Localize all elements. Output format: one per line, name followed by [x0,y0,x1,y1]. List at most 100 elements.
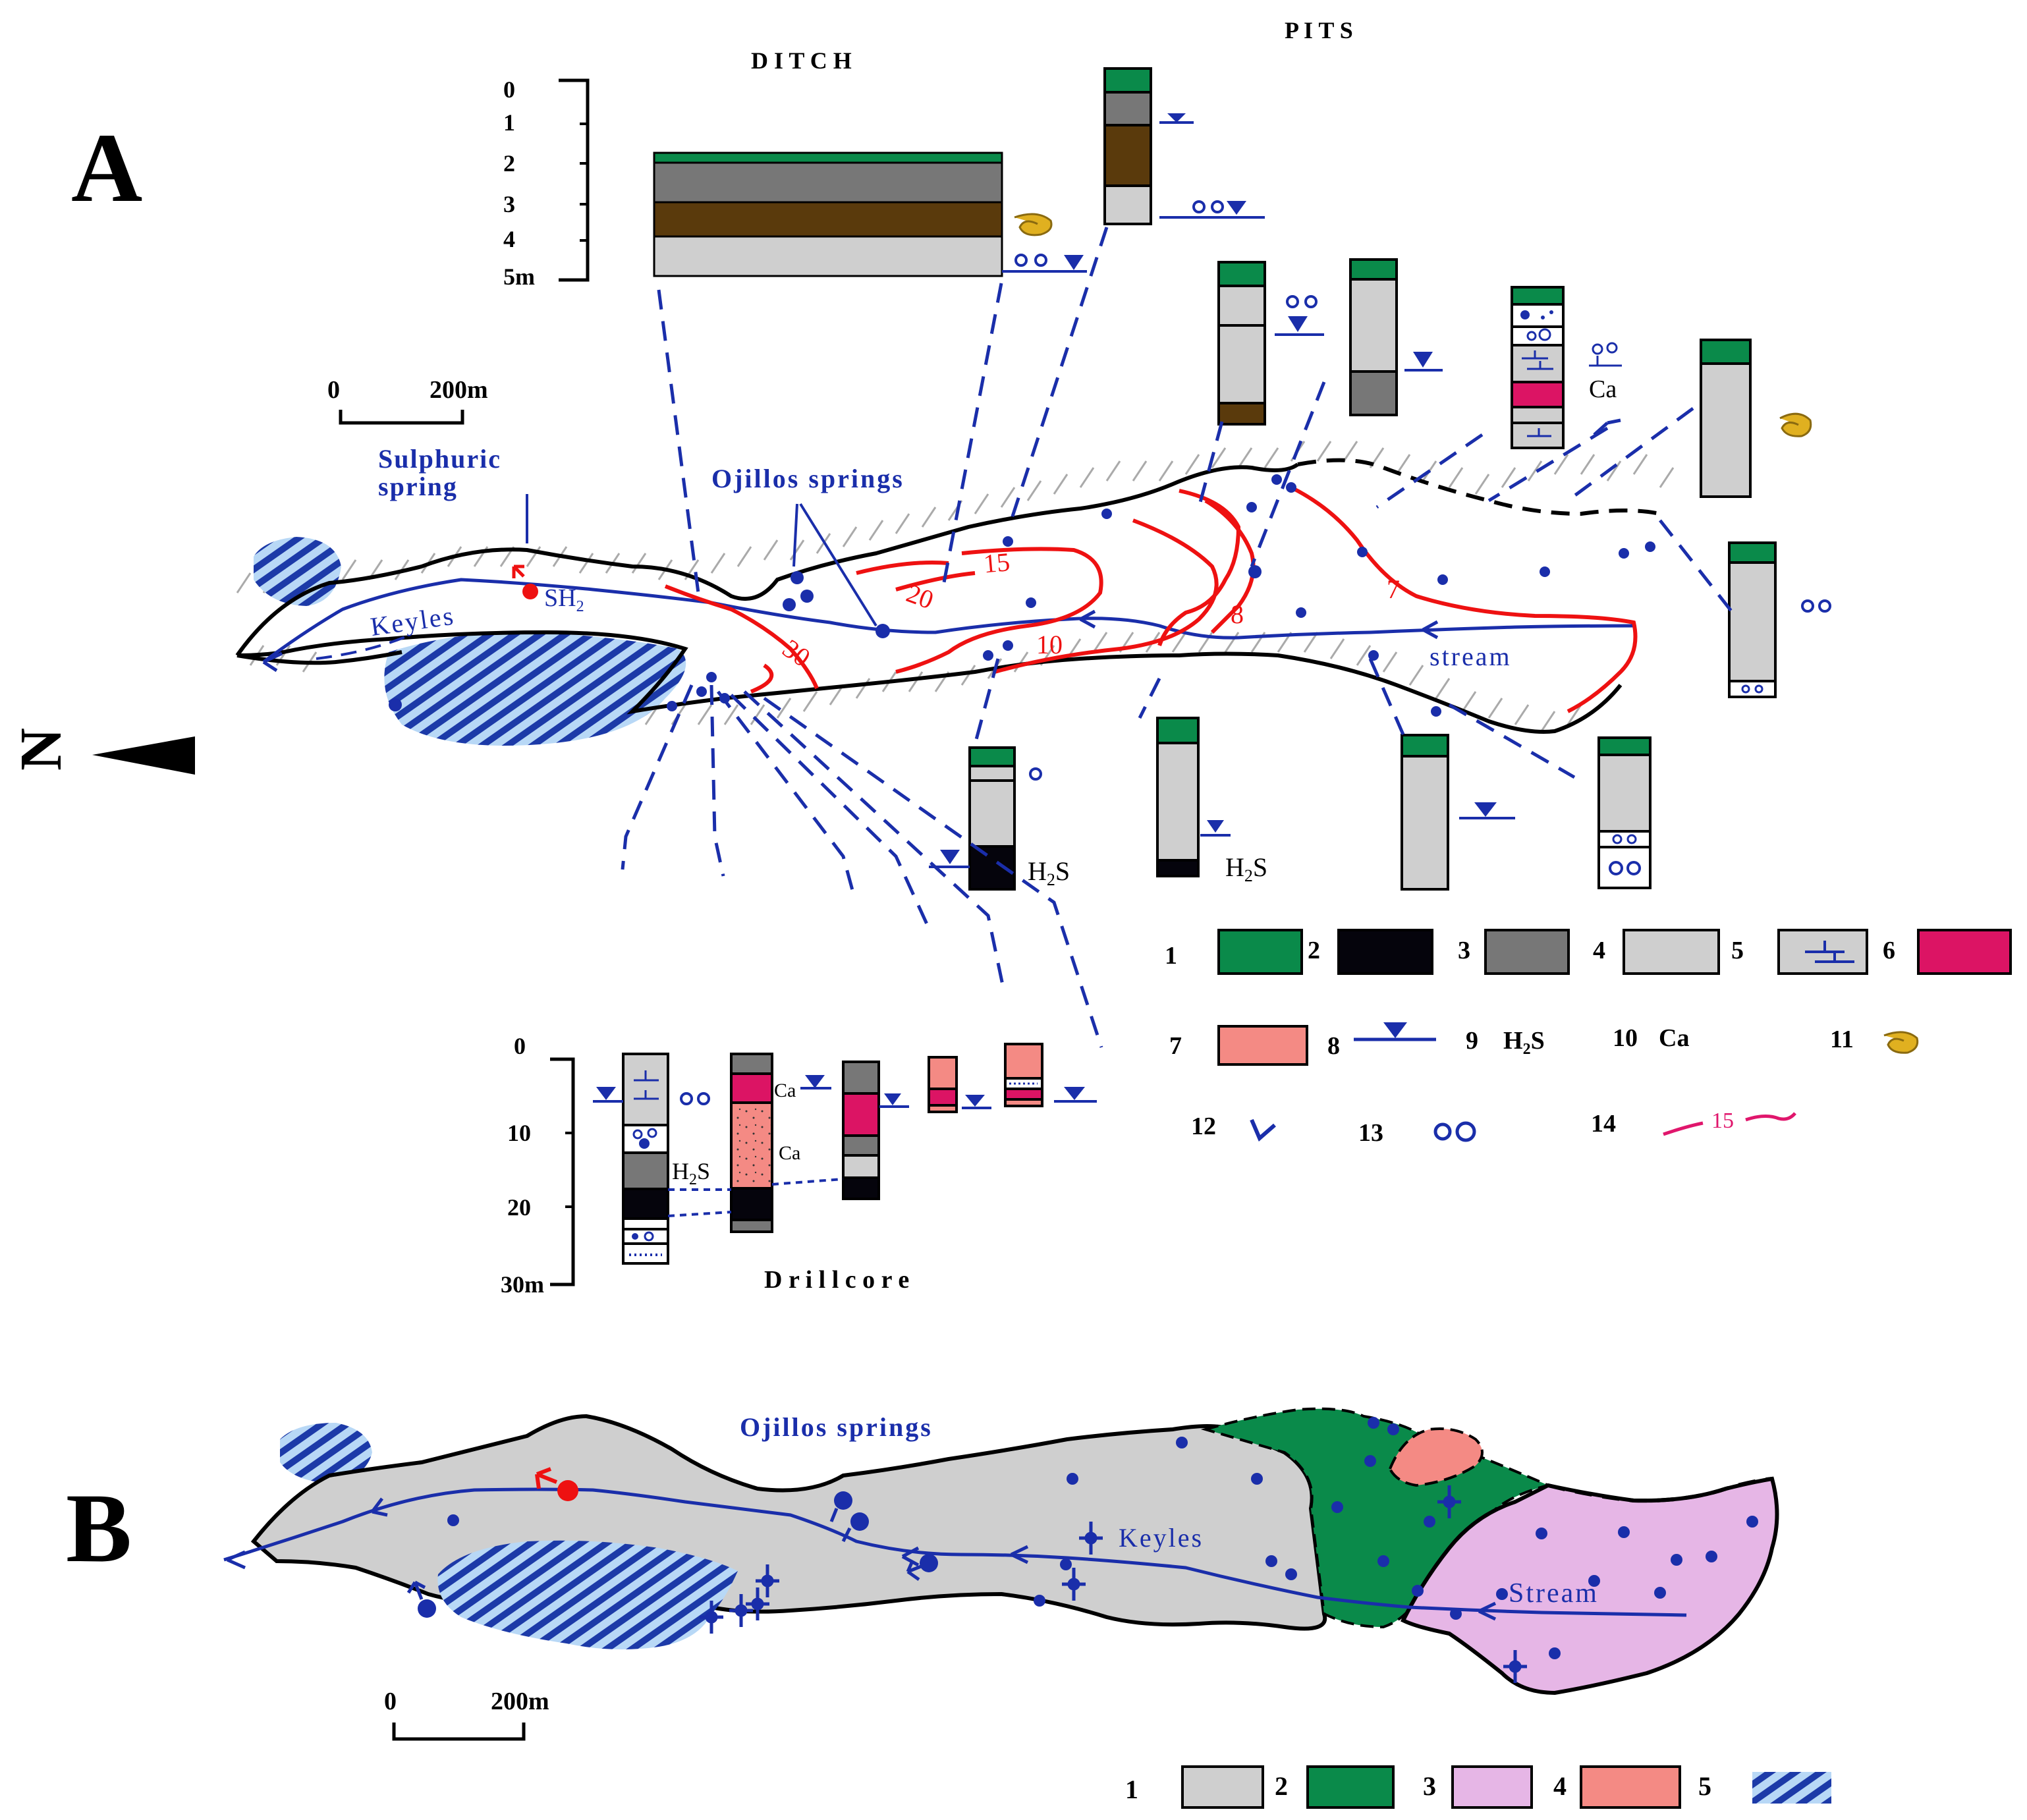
stream-line-b [223,1487,1687,1617]
isoline-30: 30 [777,633,816,673]
connector-lines-a [621,227,1734,1048]
core-scale-0: 0 [514,1033,526,1059]
pits: P I T S [929,17,1831,891]
north-letter: N [9,728,74,771]
lagoon-large-b [437,1540,738,1649]
scale-bar-a: 0 200m [327,376,488,425]
drill-cores: 0 10 20 30m D r i l l c o r e [501,1033,1097,1298]
pit-8-h2s: H2S [1225,852,1267,885]
core-2-ca-2: Ca [779,1142,800,1164]
ditch-section: D I T C H 0 1 2 3 4 5m [503,47,1087,290]
pit-3 [1349,258,1443,416]
ojillos-springs-label-a: Ojillos springs [711,464,904,493]
gastropod-icon [1779,412,1812,437]
pit-7-h2s: H2S [1028,856,1070,889]
isoline-legend [1663,1112,1796,1136]
pit-7: H2S [929,746,1070,891]
legend-b-1: 1 [1125,1775,1138,1804]
pits-title: P I T S [1285,17,1353,43]
wetland-outline-a-dashed [1297,458,1661,516]
legend-a-13: 13 [1358,1119,1383,1147]
legend-a-12: 12 [1191,1113,1216,1140]
legend-a-10: 10 [1613,1024,1638,1052]
legend-a-5: 5 [1731,937,1744,964]
panel-b: B [66,1407,1831,1809]
core-1: H2S [593,1053,710,1265]
legend-a-9: 9 [1466,1027,1478,1055]
pit-1 [1103,67,1265,225]
zone-salmon [1388,1427,1484,1487]
north-arrow: N [9,728,195,775]
panel-a: A N 0 200m [9,17,2012,1298]
scale-b-length: 200m [491,1688,549,1715]
core-4 [879,1056,991,1113]
sulphuric-spring-dot [522,584,538,599]
ojillos-springs-label-b: Ojillos springs [740,1412,933,1442]
lagoon-large-a [384,632,686,746]
legend-a-isoline-15: 15 [1711,1109,1734,1133]
core-scale-10: 10 [507,1120,531,1146]
core-2: Ca Ca [730,1053,800,1233]
ditch-title: D I T C H [751,47,852,74]
ditch-scale-5: 5m [503,263,535,290]
ditch-scale-4: 4 [503,226,515,252]
legend-a-2: 2 [1308,937,1320,964]
scale-b-zero: 0 [384,1688,397,1715]
core-scale-20: 20 [507,1194,531,1221]
core-5 [1004,1043,1097,1107]
pit-4: Ca [1511,286,1622,449]
legend-a-4: 4 [1593,937,1605,964]
isoline-10: 10 [1036,630,1063,659]
legend-a-14: 14 [1591,1110,1616,1138]
legend-a-11: 11 [1830,1026,1854,1053]
sh2-label: SH2 [544,584,584,615]
gastropod-icon [1014,213,1053,236]
panel-b-label: B [66,1474,132,1583]
legend-a-8: 8 [1327,1032,1340,1060]
legend-a-7: 7 [1169,1032,1182,1060]
wetland-outline-a-bottom [236,630,1623,734]
pit-2 [1217,261,1324,426]
stream-label-a: stream [1430,642,1512,671]
stream-line-a [262,578,1634,664]
isoline-20: 20 [902,578,937,615]
scale-bar-b: 0 200m [384,1688,549,1741]
scale-length: 200m [430,376,488,404]
core-2-ca-1: Ca [774,1080,796,1101]
pit-8: H2S [1156,717,1267,885]
gastropod-icon [1883,1031,1919,1054]
legend-a: 1 2 3 4 5 6 7 8 9 10 11 12 13 14 [1165,929,2012,1147]
legend-a-3: 3 [1458,937,1470,964]
legend-a-ca: Ca [1659,1024,1689,1052]
north-arrow-icon [92,736,195,775]
ditch-scale-3: 3 [503,191,515,217]
stream-label-b: Stream [1509,1578,1599,1609]
springs-b [406,1417,1758,1659]
core-h2s: H2S [672,1158,710,1188]
legend-a-6: 6 [1883,937,1895,964]
legend-a-1: 1 [1165,942,1177,970]
cross-symbols-b [700,1485,1527,1683]
legend-b: 1 2 3 4 5 [1125,1765,1831,1809]
isoline-7: 7 [1387,574,1400,604]
legend-b-2: 2 [1275,1771,1288,1801]
ditch-scale-1: 1 [503,109,515,136]
scale-zero: 0 [327,376,340,404]
core-scale-30: 30m [501,1271,544,1298]
legend-a-h2s: H2S [1503,1027,1545,1058]
lagoon-small-b [280,1423,372,1483]
legend-b-4: 4 [1553,1771,1567,1801]
roots-icon [1250,1118,1276,1142]
isoline-15: 15 [982,547,1011,578]
svg-text:spring: spring [378,472,458,501]
ditch-scale-2: 2 [503,150,515,177]
sulphuric-spring-b [557,1480,578,1501]
pit-ca-label: Ca [1589,375,1617,403]
oogonia-icon [1433,1122,1452,1141]
springs-a [389,474,1655,717]
drill-core-title: D r i l l c o r e [764,1266,909,1294]
pit-6 [1728,541,1831,698]
pit-9 [1401,734,1515,891]
keyles-label-b: Keyles [1119,1523,1204,1553]
